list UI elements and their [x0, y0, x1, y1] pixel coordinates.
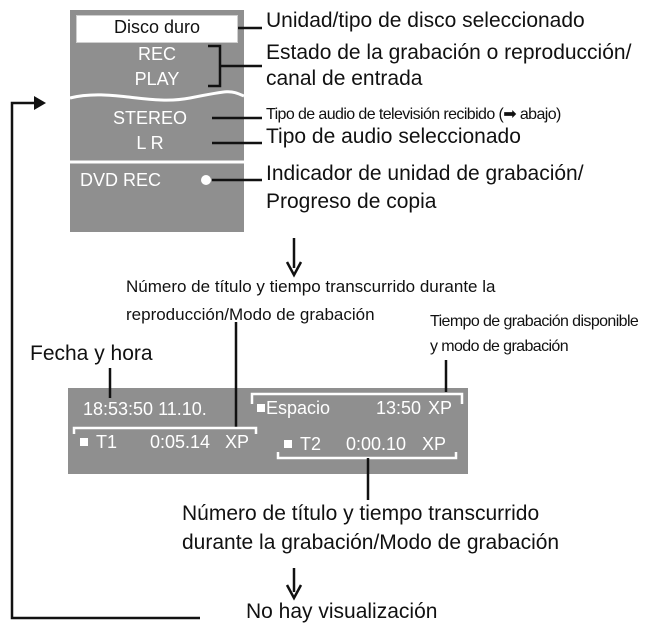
down-arrow-2-head: [285, 584, 303, 601]
t1-mode: XP: [225, 432, 250, 452]
down-arrow-1-head: [285, 261, 303, 278]
return-loop-line: [10, 101, 200, 620]
bracket-space-row: [250, 392, 464, 404]
t2-label: T2: [300, 434, 322, 454]
annotation-no-display: No hay visualización: [246, 600, 438, 623]
rec-indicator-dot: [201, 175, 211, 185]
annotation-status-line2: canal de entrada: [266, 67, 423, 90]
space-label: Espacio: [266, 398, 331, 418]
annotation-rec-time-line2: y modo de grabación: [430, 338, 569, 355]
t1-time: 0:05.14: [150, 432, 211, 452]
dvd-rec-text: DVD REC: [80, 170, 162, 190]
annotation-title-rec-line1: Número de título y tiempo transcurrido: [182, 502, 540, 525]
annotation-title-rec-line2: durante la grabación/Modo de grabación: [182, 531, 560, 554]
panel-wave-separator: [69, 90, 245, 102]
play-status-text: PLAY: [134, 69, 180, 89]
annotation-audio-selected: Tipo de audio seleccionado: [266, 125, 521, 148]
bracket-t1-row: [72, 426, 258, 434]
annotation-tv-audio: Tipo de audio de televisión recibido (➡ …: [266, 106, 561, 123]
drive-label-box: [76, 15, 238, 43]
space-time: 13:50: [376, 398, 422, 418]
annotation-title-play-line2: reproducción/Modo de grabación: [126, 305, 375, 324]
lr-text: L R: [136, 133, 164, 153]
annotation-rec-drive-line2: Progreso de copia: [266, 190, 437, 213]
datetime-text: 18:53:50 11.10.: [83, 399, 207, 419]
bracket-rec-play: [208, 44, 262, 88]
annotation-rec-drive-line1: Indicador de unidad de grabación/: [266, 162, 584, 185]
rec-status-text: REC: [137, 44, 176, 64]
drive-label: Disco duro: [113, 17, 201, 37]
t2-time: 0:00.10: [346, 434, 407, 454]
annotation-title-play-line1: Número de título y tiempo transcurrido d…: [126, 277, 496, 296]
annotation-rec-time-line1: Tiempo de grabación disponible: [430, 313, 639, 330]
annotation-date-time: Fecha y hora: [30, 342, 153, 365]
annotation-drive: Unidad/tipo de disco seleccionado: [266, 9, 585, 32]
t2-square-icon: [284, 440, 292, 448]
bracket-t2-row: [276, 452, 458, 460]
space-square-icon: [257, 404, 265, 412]
t1-square-icon: [80, 438, 88, 446]
space-mode: XP: [428, 398, 453, 418]
annotation-status-line1: Estado de la grabación o reproducción/: [266, 41, 632, 64]
return-loop-arrowhead: [34, 96, 46, 110]
t1-label: T1: [96, 432, 118, 452]
stereo-text: STEREO: [112, 108, 187, 128]
bottom-display-panel: [68, 388, 468, 474]
t2-mode: XP: [422, 434, 447, 454]
